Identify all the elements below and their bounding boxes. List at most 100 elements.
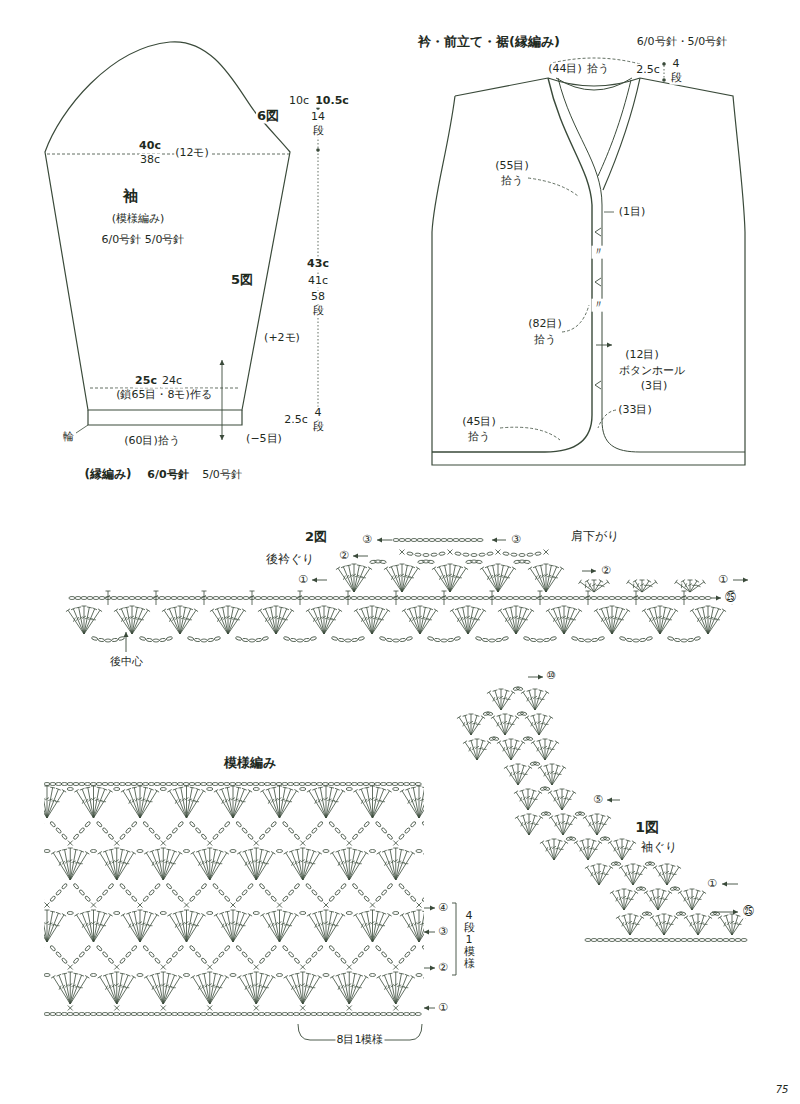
chain-stitch [363, 1013, 369, 1016]
drawn-line [444, 591, 445, 605]
chain-stitch [148, 889, 154, 896]
chain-stitch [259, 957, 265, 964]
drawn-line [416, 567, 420, 570]
drawn-line [236, 911, 241, 913]
drawn-line [173, 788, 178, 790]
drawn-line [146, 609, 150, 612]
drawn-line [604, 212, 614, 213]
drawn-line [591, 872, 593, 876]
drawn-line [48, 923, 52, 925]
drawn-line [222, 400, 223, 440]
drawn-line [544, 564, 549, 565]
drawn-line [644, 891, 648, 894]
chain-stitch [201, 883, 207, 890]
drawn-line [664, 914, 665, 935]
drawn-line [720, 917, 732, 935]
drawn-line [726, 916, 732, 935]
chain-stitch [428, 560, 435, 564]
chain-stitch [117, 597, 123, 600]
chain-stitch [194, 638, 201, 642]
chain-stitch [212, 783, 218, 786]
chain-stitch [79, 1013, 85, 1016]
chain-stitch [317, 1013, 323, 1016]
drawn-line [124, 617, 127, 621]
drawn-line [48, 799, 52, 801]
drawn-line [535, 567, 546, 592]
drawn-line [245, 975, 256, 1004]
chain-stitch [125, 1013, 131, 1016]
drawn-line [599, 608, 604, 610]
drawn-line [546, 568, 562, 592]
chain-stitch [591, 638, 598, 642]
drawn-line [656, 889, 661, 890]
chain-stitch [475, 636, 482, 641]
chain-stitch [381, 597, 387, 600]
drawn-line [220, 617, 223, 621]
drawn-line [399, 973, 404, 975]
drawn-line [375, 606, 380, 608]
drawn-line [241, 925, 246, 926]
drawn-line [612, 892, 624, 910]
drawn-line [186, 786, 187, 818]
drawn-line [354, 609, 358, 612]
drawn-line [655, 580, 658, 584]
drawn-line [254, 841, 259, 846]
drawn-line [604, 606, 609, 608]
drawn-line [463, 607, 468, 634]
drawn-line [318, 799, 321, 803]
drawn-line [587, 867, 599, 885]
drawn-line [420, 610, 436, 634]
drawn-line [633, 866, 639, 885]
drawn-line [225, 799, 228, 803]
drawn-line [343, 567, 354, 592]
drawn-line [402, 567, 413, 592]
drawn-line [301, 984, 305, 986]
drawn-line [251, 974, 257, 1004]
chain-stitch [241, 827, 247, 834]
drawn-line [51, 851, 55, 854]
chain-stitch [153, 639, 159, 642]
drawn-line [417, 922, 421, 924]
drawn-line [124, 606, 129, 608]
drawn-line [716, 608, 721, 610]
drawn-line [196, 788, 201, 790]
drawn-line [191, 975, 195, 978]
drawn-line [434, 609, 438, 612]
drawn-line [697, 899, 702, 900]
drawn-line [106, 595, 110, 597]
chain-stitch [288, 1013, 294, 1016]
chain-stitch [96, 783, 102, 786]
drawn-line [155, 849, 160, 851]
chain-stitch [299, 1013, 305, 1016]
drawn-line [163, 975, 174, 1004]
chain-stitch [502, 636, 509, 641]
drawn-line [289, 850, 294, 852]
drawn-line [187, 915, 204, 942]
drawn-line [396, 975, 407, 1004]
drawn-line [457, 609, 468, 634]
drawn-line [516, 610, 532, 634]
drawn-line [105, 975, 116, 1004]
drawn-line [403, 575, 407, 577]
drawn-line [394, 564, 399, 566]
drawn-line [180, 610, 196, 634]
drawn-line [126, 850, 131, 852]
chain-stitch [386, 783, 392, 786]
drawn-line [664, 916, 670, 935]
drawn-line [161, 1006, 166, 1011]
chain-stitch [288, 951, 294, 958]
chain-stitch [501, 597, 507, 600]
chain-stitch [393, 788, 399, 791]
drawn-line [420, 606, 421, 634]
chain-stitch [465, 597, 471, 600]
drawn-line [330, 851, 334, 854]
drawn-line [695, 608, 700, 610]
chain-stitch [90, 850, 96, 853]
drawn-line [361, 789, 372, 818]
chain-stitch [148, 951, 154, 958]
chain-stitch [411, 539, 417, 542]
chain-stitch [102, 827, 108, 834]
chain-stitch [435, 539, 441, 542]
drawn-line [448, 574, 452, 576]
chain-stitch [489, 639, 495, 642]
